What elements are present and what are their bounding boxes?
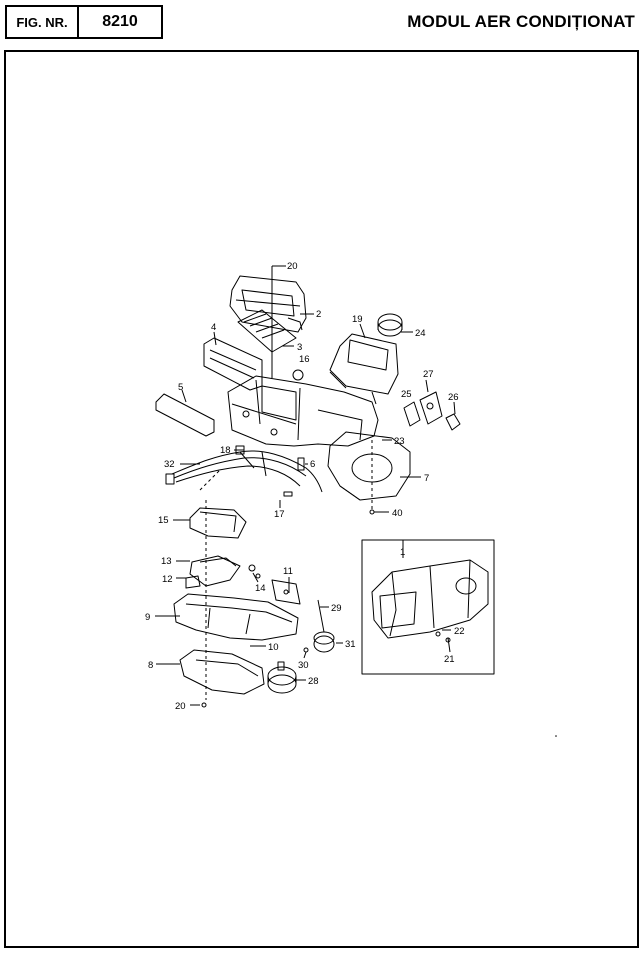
lower-housing-part xyxy=(327,431,411,501)
main-housing-part xyxy=(227,369,379,447)
callout-23: 23 xyxy=(394,436,405,447)
callout-22: 22 xyxy=(454,626,465,637)
callout-26: 26 xyxy=(448,392,459,403)
callout-14: 14 xyxy=(255,583,266,594)
callout-25: 25 xyxy=(401,389,412,400)
figure-number-label: FIG. NR. xyxy=(7,7,79,37)
actuator-parts xyxy=(185,555,261,589)
flap-door-part xyxy=(155,393,215,437)
callout-15: 15 xyxy=(158,515,169,526)
callout-21: 21 xyxy=(444,654,455,665)
motor-assembly-part xyxy=(303,599,335,653)
mounting-bracket-part xyxy=(271,579,301,605)
leader-lines xyxy=(155,265,456,706)
callout-30: 30 xyxy=(298,660,309,671)
top-cover-part xyxy=(229,275,307,333)
callout-24: 24 xyxy=(415,328,426,339)
callout-31: 31 xyxy=(345,639,356,650)
bottom-case-part xyxy=(179,649,265,695)
wiring-harness-part xyxy=(165,450,323,493)
callout-40: 40 xyxy=(392,508,403,519)
callout-16: 16 xyxy=(299,354,310,365)
callout-28: 28 xyxy=(308,676,319,687)
callout-20-top: 20 xyxy=(287,261,298,272)
callout-5: 5 xyxy=(178,382,183,393)
blower-fan-part xyxy=(377,313,403,337)
bracket-plate-part xyxy=(403,391,461,431)
upper-right-housing-part xyxy=(329,333,399,405)
filter-part xyxy=(237,309,297,353)
callout-2: 2 xyxy=(316,309,321,320)
callout-18: 18 xyxy=(220,445,231,456)
callout-8: 8 xyxy=(148,660,153,671)
callout-27: 27 xyxy=(423,369,434,380)
lower-case-part xyxy=(173,593,299,641)
callout-17: 17 xyxy=(274,509,285,520)
callout-3: 3 xyxy=(297,342,302,353)
callout-32: 32 xyxy=(164,459,175,470)
callout-13: 13 xyxy=(161,556,172,567)
callout-4: 4 xyxy=(211,322,216,333)
side-panel-part xyxy=(203,337,263,391)
drawing-frame xyxy=(4,50,639,948)
figure-number-box: FIG. NR. 8210 xyxy=(5,5,163,39)
air-duct-part xyxy=(189,507,247,539)
callout-29: 29 xyxy=(331,603,342,614)
callout-labels: 20 2 4 19 24 3 16 27 5 25 26 23 18 6 32 … xyxy=(145,261,465,712)
callout-19: 19 xyxy=(352,314,363,325)
figure-number-value: 8210 xyxy=(102,13,138,30)
callout-11: 11 xyxy=(283,566,293,577)
page-title: MODUL AER CONDIȚIONAT xyxy=(407,12,635,31)
callout-7: 7 xyxy=(424,473,429,484)
small-connectors xyxy=(235,445,375,515)
callout-10: 10 xyxy=(268,642,279,653)
callout-1: 1 xyxy=(400,547,405,558)
callout-9: 9 xyxy=(145,612,150,623)
screw-part xyxy=(201,702,207,708)
callout-20-bottom: 20 xyxy=(175,701,186,712)
assembly-inset xyxy=(361,539,495,675)
callout-12: 12 xyxy=(162,574,173,585)
callout-6: 6 xyxy=(310,459,315,470)
blower-motor-part xyxy=(267,661,297,694)
